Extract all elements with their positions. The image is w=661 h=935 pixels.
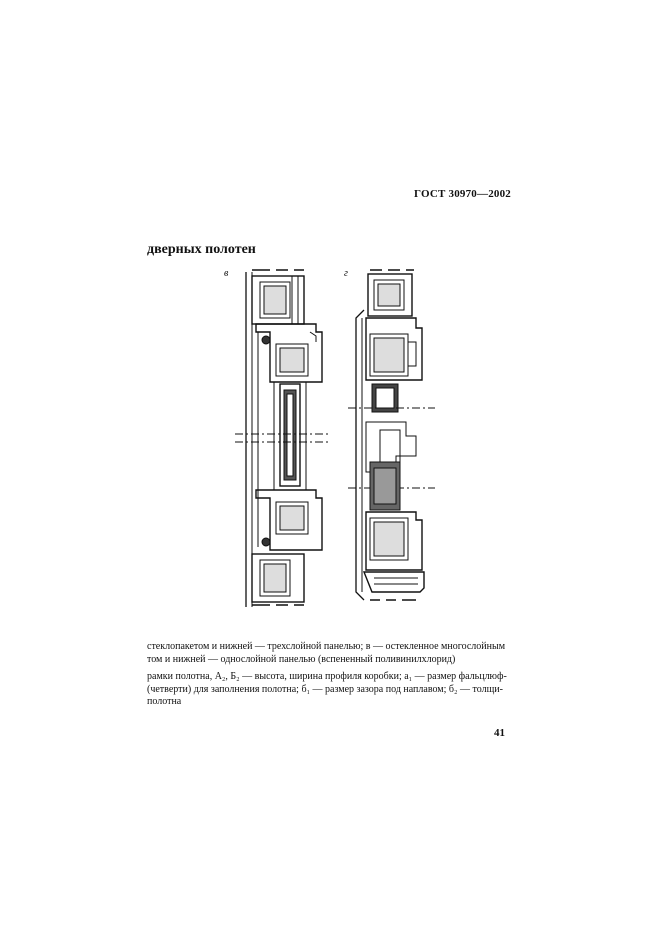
standard-header: ГОСТ 30970—2002 [414,188,511,200]
caption-line-2: том и нижней — однослойной панелью (вспе… [147,653,456,665]
profile-g [348,269,435,601]
door-section-drawing [235,269,435,607]
caption-line-3: рамки полотна, A₂, Б₂ — высота, ширина п… [147,671,507,682]
caption-line-5: полотна [147,696,182,707]
caption-line-4: (четверти) для заполнения полотна; б₁ — … [147,683,503,695]
page-number: 41 [494,727,505,739]
figure-label-v: в [224,268,229,279]
caption-line-1: стеклопакетом и нижней — трехслойной пан… [147,641,506,652]
section-heading: дверных полотен [147,242,256,257]
profile-v [235,269,330,607]
figure-label-g: г [344,268,348,279]
